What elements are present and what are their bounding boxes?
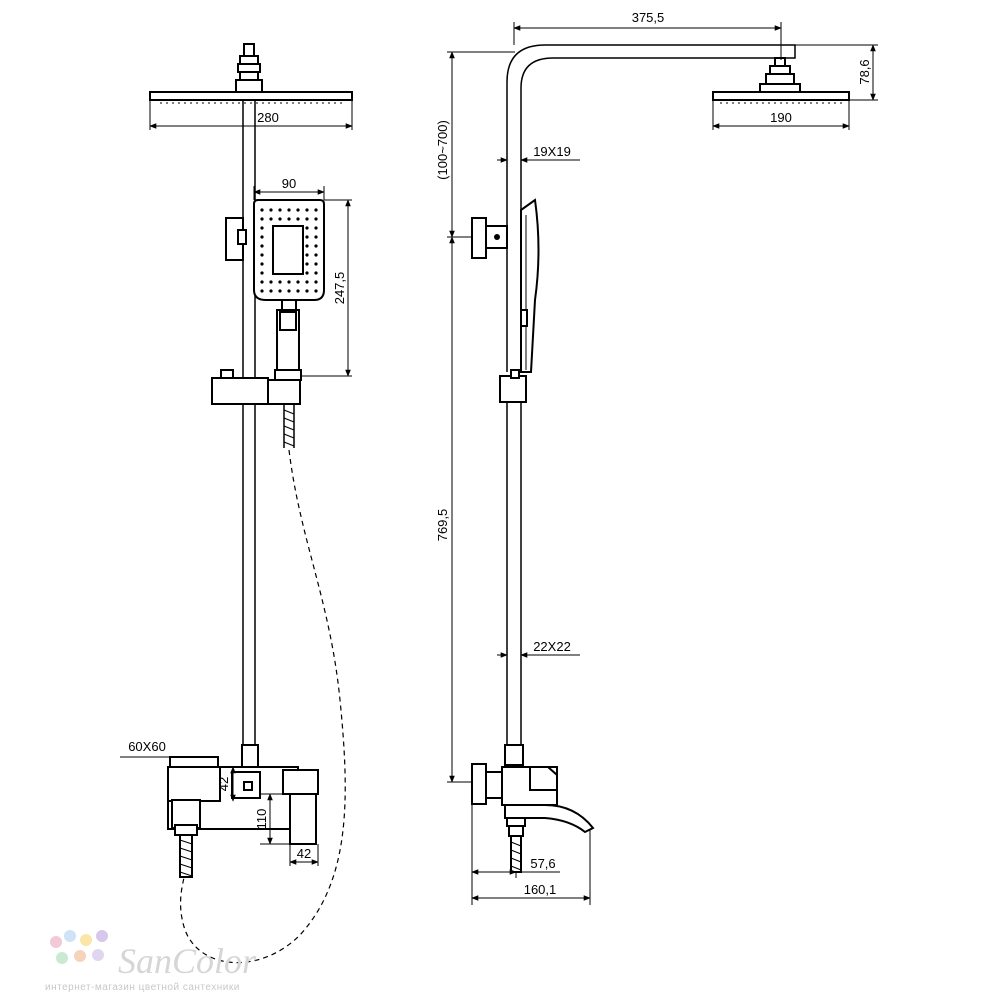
spray-dot bbox=[305, 262, 309, 266]
front-hand-shower bbox=[253, 199, 325, 381]
spray-dot bbox=[287, 217, 291, 221]
front-slide-holder bbox=[211, 369, 301, 405]
spray-dot bbox=[287, 289, 291, 293]
dim-mixer-body: 60X60 bbox=[128, 739, 166, 754]
side-rail bbox=[499, 369, 527, 745]
logo-dot bbox=[74, 950, 86, 962]
dim-lever-width: 42 bbox=[297, 846, 311, 861]
watermark: SanColor интернет-магазин цветной сантех… bbox=[45, 930, 257, 993]
logo-dot bbox=[92, 949, 104, 961]
spray-dot bbox=[296, 289, 300, 293]
spray-dot bbox=[305, 217, 309, 221]
spray-dot bbox=[260, 289, 264, 293]
spray-dot bbox=[260, 280, 264, 284]
spray-dot bbox=[269, 289, 273, 293]
spray-dot bbox=[287, 208, 291, 212]
front-head-connector bbox=[235, 43, 263, 93]
spray-dot bbox=[305, 280, 309, 284]
front-rain-head bbox=[149, 91, 353, 104]
dim-spout-offset: 57,6 bbox=[530, 856, 555, 871]
front-mixer bbox=[167, 744, 319, 878]
dim-head-diameter: 190 bbox=[770, 110, 792, 125]
spray-dot bbox=[314, 235, 318, 239]
side-rain-head bbox=[712, 91, 850, 104]
side-top-holder bbox=[471, 217, 508, 259]
side-view: 375,5 78,6 190 (100~700) 19X19 769,5 bbox=[435, 10, 878, 905]
spray-dot bbox=[260, 262, 264, 266]
spray-dot bbox=[314, 208, 318, 212]
spray-dot bbox=[260, 244, 264, 248]
logo-dots bbox=[50, 930, 108, 964]
spray-dot bbox=[278, 289, 282, 293]
logo-dot bbox=[64, 930, 76, 942]
front-top-holder bbox=[225, 217, 247, 261]
dim-mixer-42: 42 bbox=[216, 777, 231, 791]
spray-dot bbox=[314, 262, 318, 266]
spray-dot bbox=[278, 208, 282, 212]
spray-dot bbox=[314, 253, 318, 257]
side-head-connector bbox=[759, 57, 801, 93]
front-riser-pipe bbox=[242, 100, 256, 745]
spray-dot bbox=[314, 280, 318, 284]
spray-dot bbox=[305, 244, 309, 248]
side-hand-shower bbox=[520, 198, 540, 373]
logo-dot bbox=[80, 934, 92, 946]
spray-dot bbox=[314, 244, 318, 248]
spray-dot bbox=[305, 253, 309, 257]
dim-head-height: 78,6 bbox=[857, 59, 872, 84]
spray-dot bbox=[305, 289, 309, 293]
side-mixer bbox=[471, 744, 595, 873]
logo-dot bbox=[56, 952, 68, 964]
spray-dot bbox=[296, 208, 300, 212]
spray-dot bbox=[305, 208, 309, 212]
spray-dot bbox=[296, 217, 300, 221]
logo-dot bbox=[50, 936, 62, 948]
dim-hand-width: 90 bbox=[282, 176, 296, 191]
brand-tagline: интернет-магазин цветной сантехники bbox=[45, 982, 240, 993]
dim-upper-tube: 19X19 bbox=[533, 144, 571, 159]
spray-dot bbox=[314, 217, 318, 221]
spray-dot bbox=[269, 208, 273, 212]
spray-dot bbox=[269, 280, 273, 284]
dim-spout-reach: 160,1 bbox=[524, 882, 557, 897]
spray-dot bbox=[314, 226, 318, 230]
spray-dot bbox=[278, 280, 282, 284]
spray-dot bbox=[260, 271, 264, 275]
spray-dot bbox=[260, 208, 264, 212]
dim-head-width: 280 bbox=[257, 110, 279, 125]
logo-dot bbox=[96, 930, 108, 942]
dim-arm-reach: 375,5 bbox=[632, 10, 665, 25]
dim-rail-length: 769,5 bbox=[435, 509, 450, 542]
spray-dot bbox=[314, 271, 318, 275]
dim-hand-height: 247,5 bbox=[332, 272, 347, 305]
side-dimensions: 375,5 78,6 190 (100~700) 19X19 769,5 bbox=[435, 10, 878, 905]
spray-dot bbox=[305, 235, 309, 239]
spray-dot bbox=[269, 217, 273, 221]
spray-dot bbox=[278, 217, 282, 221]
brand-logo: SanColor bbox=[118, 941, 257, 981]
dim-lower-tube: 22X22 bbox=[533, 639, 571, 654]
spray-dot bbox=[260, 235, 264, 239]
spray-dot bbox=[260, 217, 264, 221]
spray-dot bbox=[305, 226, 309, 230]
dim-mixer-110: 110 bbox=[254, 809, 269, 830]
spray-dot bbox=[296, 280, 300, 284]
front-hose bbox=[180, 404, 346, 964]
dim-adjust-range: (100~700) bbox=[435, 120, 450, 180]
spray-dot bbox=[314, 289, 318, 293]
spray-dot bbox=[287, 280, 291, 284]
spray-dot bbox=[260, 226, 264, 230]
spray-dot bbox=[260, 253, 264, 257]
front-dimensions: 280 90 247,5 60X60 42 110 bbox=[120, 100, 353, 866]
front-view: 280 90 247,5 60X60 42 110 bbox=[120, 43, 353, 964]
spray-dot bbox=[305, 271, 309, 275]
